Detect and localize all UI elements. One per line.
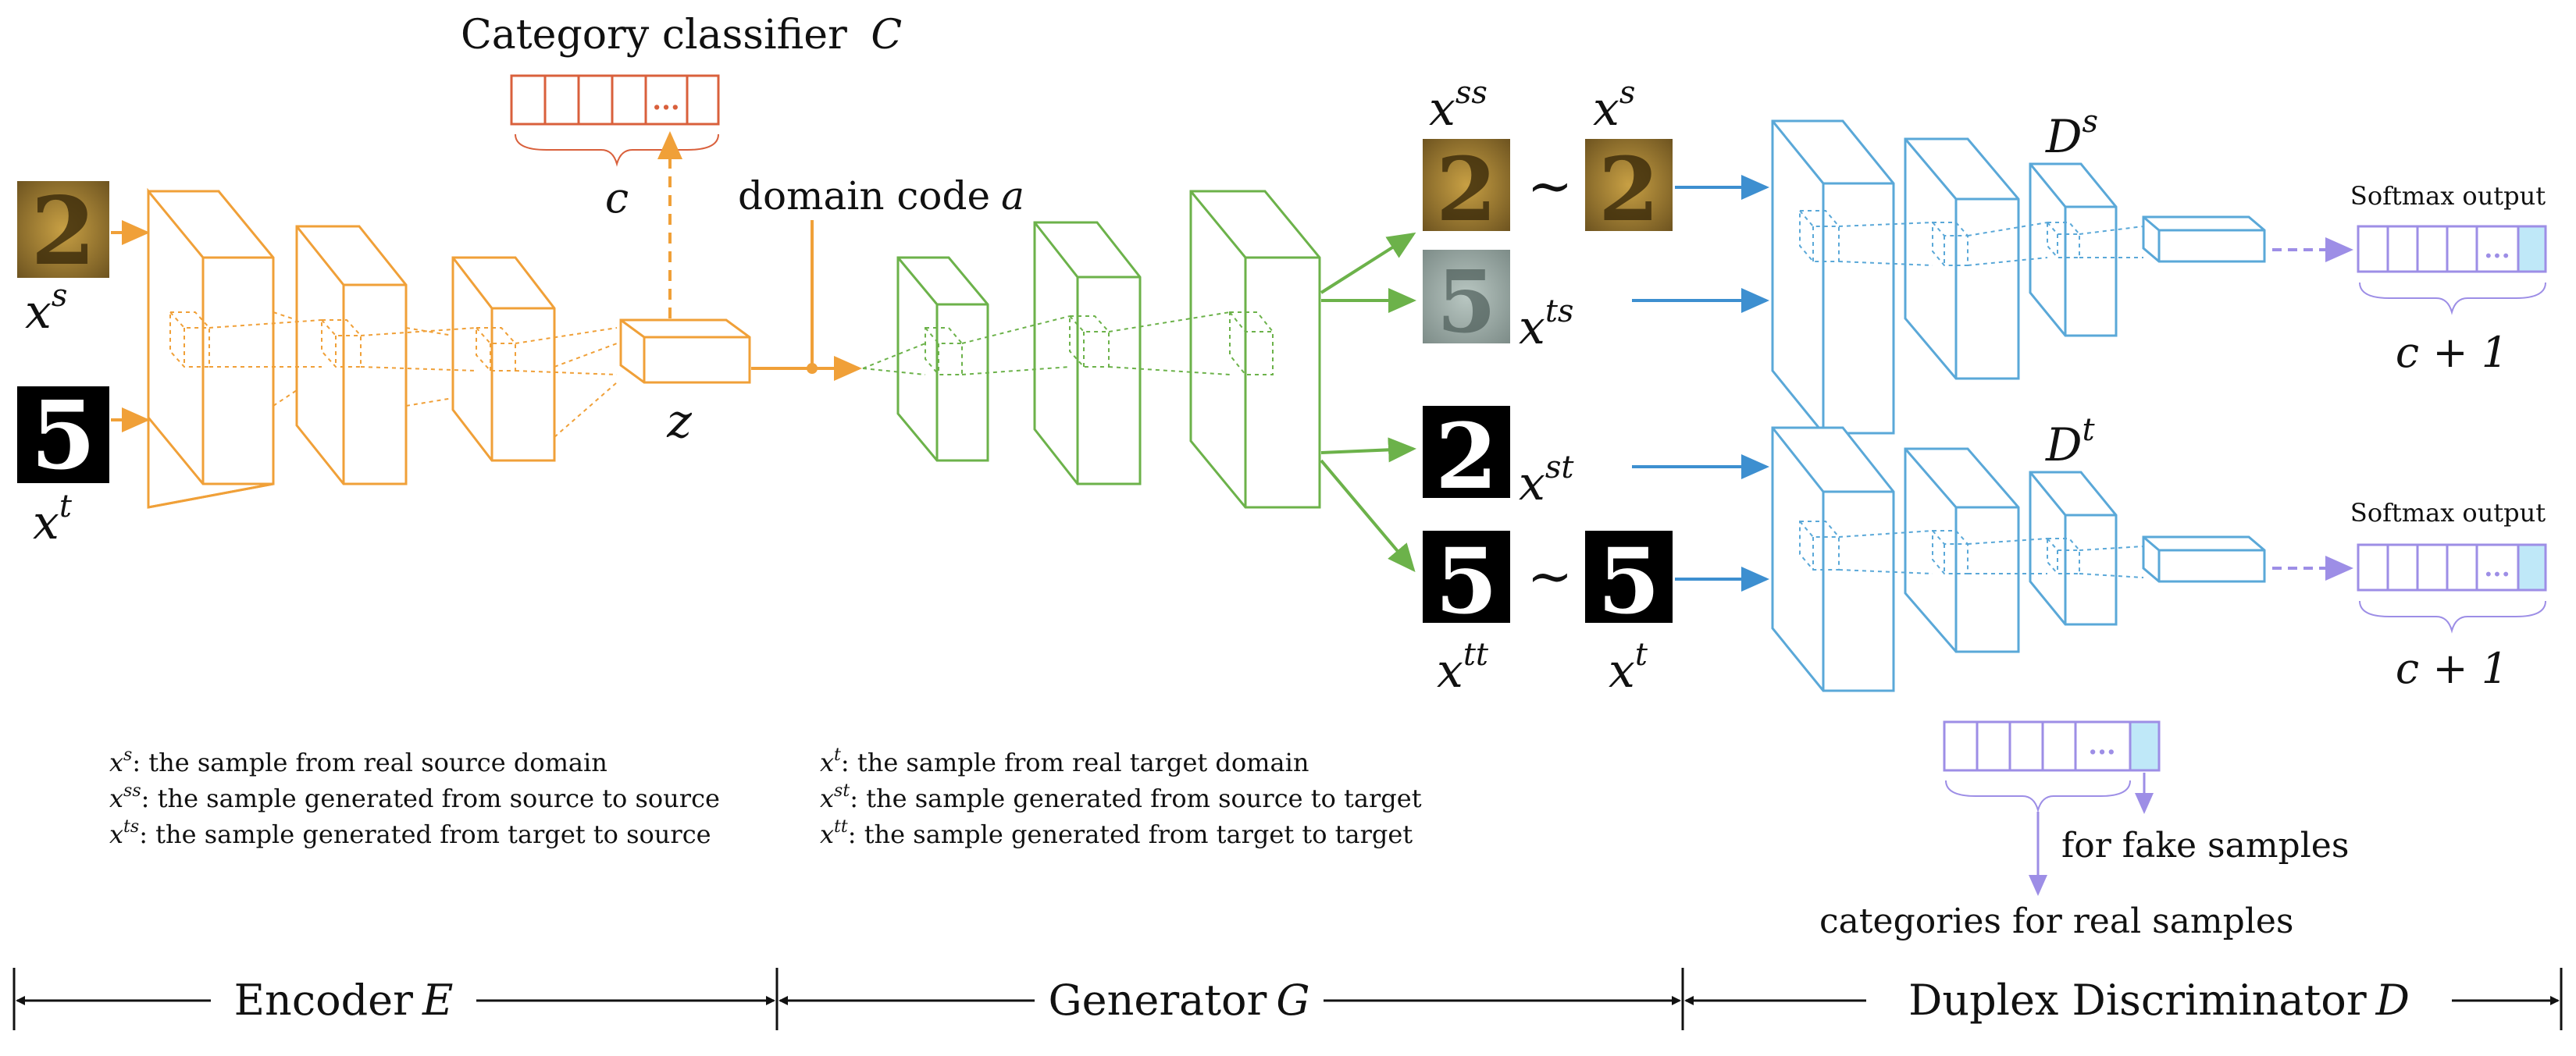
label-xs-right: xs [1593, 75, 1635, 137]
label-dt: Dt [2045, 412, 2096, 471]
label-z: z [666, 394, 692, 449]
label-c-plus-one-bottom: c + 1 [2396, 644, 2508, 693]
legend-left-1: xss: the sample generated from source to… [109, 781, 720, 813]
label-xst: xst [1519, 450, 1574, 511]
input-source-image: 2 [17, 176, 109, 286]
section-ruler [12, 968, 2563, 1030]
input-target-image: 5 [17, 381, 109, 491]
generator-output-arrows [1320, 232, 1416, 573]
svg-text:2: 2 [1436, 139, 1497, 241]
note-real-categories: categories for real samples [1819, 901, 2294, 941]
sample-xtt-image: 5 [1423, 529, 1510, 635]
svg-text:5: 5 [1598, 529, 1660, 635]
label-c-plus-one-top: c + 1 [2396, 328, 2508, 377]
classifier-title: Category classifier C [461, 12, 902, 59]
label-xs: xs [25, 278, 67, 340]
softmax-bottom-dots: ... [2484, 553, 2510, 582]
tilde-bottom: ~ [1527, 544, 1573, 608]
discriminator-input-arrows [1632, 175, 1769, 592]
target-digit: 5 [30, 381, 96, 491]
generator-kernels [862, 311, 1274, 375]
discriminator-ds-kernels [1799, 210, 2144, 266]
discriminator-dt-kernels [1799, 521, 2144, 578]
discriminator-ds-boxes [1771, 119, 2266, 435]
svg-text:5: 5 [1437, 251, 1497, 352]
legend-right-1: xst: the sample generated from source to… [820, 781, 1422, 813]
svg-text:2: 2 [1435, 404, 1498, 510]
discriminator-dt-boxes [1771, 426, 2266, 692]
softmax-top-vector [2357, 225, 2547, 273]
classifier-c-label: c [605, 173, 629, 222]
softmax-top-dots: ... [2484, 234, 2510, 264]
sample-xs-real-image: 2 [1585, 139, 1673, 241]
sample-xt-real-image: 5 [1585, 529, 1673, 635]
softmax-bottom-brace [2359, 600, 2546, 634]
classifier-dots: ... [652, 85, 680, 116]
classifier-brace [515, 133, 719, 167]
legend-left-2: xts: the sample generated from target to… [109, 817, 711, 849]
softmax-bottom-vector [2357, 543, 2547, 592]
sample-xst-image: 2 [1423, 404, 1510, 510]
label-ds: Ds [2045, 104, 2098, 163]
latent-z-block [619, 318, 751, 384]
encoder-boxes [147, 190, 556, 485]
encoder-kernels [169, 311, 618, 438]
label-xt: xt [33, 489, 73, 550]
generator-boxes [896, 190, 1321, 509]
label-xt-right: xt [1609, 637, 1648, 699]
label-xts: xts [1519, 293, 1573, 355]
output-explanation-dots: ... [2088, 730, 2116, 761]
sample-xss-image: 2 [1423, 139, 1510, 241]
classifier-vector [510, 74, 720, 126]
category-classifier: Category classifier C ... c [461, 12, 902, 222]
legend-right: xt: the sample from real target domain x… [820, 745, 1422, 849]
classifier-title-text: Category classifier [461, 12, 847, 59]
output-explanation-vector [1943, 720, 2161, 772]
legend-left: xs: the sample from real source domain x… [109, 745, 720, 849]
svg-text:2: 2 [1598, 139, 1659, 241]
legend-right-2: xtt: the sample generated from target to… [820, 817, 1413, 849]
tilde-top: ~ [1527, 154, 1573, 218]
svg-text:5: 5 [1435, 529, 1498, 635]
softmax-top-brace [2359, 282, 2546, 315]
legend-left-0: xs: the sample from real source domain [109, 745, 607, 777]
note-fake-samples: for fake samples [2061, 826, 2349, 866]
softmax-bottom-title: Softmax output [2350, 498, 2546, 528]
label-xss: xss [1429, 75, 1488, 137]
softmax-top-title: Softmax output [2350, 181, 2546, 211]
output-explanation-brace [1945, 780, 2131, 813]
source-digit: 2 [30, 176, 96, 286]
classifier-title-sym: C [871, 12, 902, 59]
legend-right-0: xt: the sample from real target domain [820, 745, 1309, 777]
sample-xts-image: 5 [1423, 250, 1510, 352]
label-xtt: xtt [1437, 637, 1489, 699]
